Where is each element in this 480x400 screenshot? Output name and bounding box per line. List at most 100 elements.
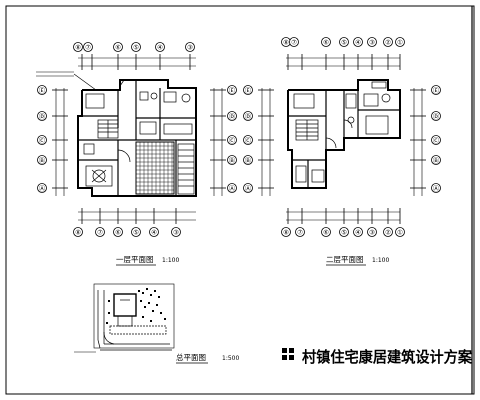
- floor2-plan-name: 二层平面图: [326, 255, 364, 264]
- axis-marker-label: ④: [157, 43, 163, 51]
- axis-marker-right: Ⓒ: [227, 135, 237, 145]
- axis-marker-label: ⑤: [133, 228, 139, 236]
- axis-marker-bottom: ⑦: [295, 227, 305, 237]
- floor2-plan-scale: 1:100: [372, 257, 389, 264]
- axis-marker-bottom: ④: [353, 227, 363, 237]
- axis-marker-top: ⑥: [321, 37, 331, 47]
- axis-marker-label: ③: [369, 38, 375, 46]
- axis-marker-label: Ⓒ: [229, 136, 236, 144]
- axis-marker-label: ①: [397, 38, 403, 46]
- axis-marker-label: ⑥: [323, 228, 329, 236]
- axis-marker-left: Ⓔ: [37, 85, 47, 95]
- axis-marker-label: ⑦: [291, 38, 297, 46]
- floor2-plan-label: 二层平面图 1:100: [326, 255, 389, 266]
- axis-marker-label: ③: [369, 228, 375, 236]
- axis-marker-label: ⑧: [283, 38, 289, 46]
- axis-marker-label: ⑤: [341, 228, 347, 236]
- axis-marker-right: Ⓓ: [227, 111, 237, 121]
- axis-marker-bottom: ⑥: [321, 227, 331, 237]
- axis-marker-label: Ⓔ: [245, 86, 252, 94]
- axis-marker-top: ③: [367, 37, 377, 47]
- axis-marker-left: Ⓒ: [243, 135, 253, 145]
- floor1-plan-name: 一层平面图: [116, 255, 154, 264]
- axis-marker-label: Ⓑ: [245, 156, 252, 164]
- axis-marker-top: ①: [395, 37, 405, 47]
- axis-marker-label: Ⓓ: [39, 112, 46, 120]
- axis-marker-label: Ⓐ: [39, 184, 46, 192]
- axis-marker-top: ⑥: [113, 42, 123, 52]
- axis-marker-label: ④: [355, 38, 361, 46]
- axis-marker-bottom: ⑥: [113, 227, 123, 237]
- axis-marker-label: ②: [385, 38, 391, 46]
- axis-marker-label: Ⓐ: [245, 184, 252, 192]
- axis-marker-bottom: ②: [383, 227, 393, 237]
- site-plan-scale: 1:500: [222, 355, 239, 362]
- axis-marker-label: ⑥: [115, 228, 121, 236]
- axis-marker-bottom: ④: [149, 227, 159, 237]
- axis-marker-bottom: ⑤: [339, 227, 349, 237]
- axis-marker-label: Ⓑ: [229, 156, 236, 164]
- axis-marker-bottom: ③: [367, 227, 377, 237]
- axis-marker-label: ⑧: [283, 228, 289, 236]
- axis-marker-label: Ⓔ: [433, 86, 440, 94]
- axis-marker-top: ⑧: [73, 42, 83, 52]
- axis-marker-top: ④: [353, 37, 363, 47]
- second-floor-plan: [258, 54, 426, 224]
- axis-marker-label: Ⓒ: [39, 136, 46, 144]
- axis-marker-left: Ⓑ: [37, 155, 47, 165]
- axis-marker-bottom: ⑧: [281, 227, 291, 237]
- floor1-plan-scale: 1:100: [162, 257, 179, 264]
- axis-marker-right: Ⓔ: [227, 85, 237, 95]
- axis-marker-label: ⑦: [97, 228, 103, 236]
- title-grid-icon: [282, 348, 294, 360]
- first-floor-plan: [36, 54, 226, 224]
- axis-marker-left: Ⓓ: [37, 111, 47, 121]
- floor1-plan-label: 一层平面图 1:100: [116, 255, 179, 266]
- axis-marker-left: Ⓔ: [243, 85, 253, 95]
- axis-marker-bottom: ⑧: [73, 227, 83, 237]
- axis-marker-label: ⑧: [75, 228, 81, 236]
- axis-marker-label: Ⓑ: [39, 156, 46, 164]
- axis-marker-label: ④: [151, 228, 157, 236]
- axis-marker-label: Ⓓ: [229, 112, 236, 120]
- axis-marker-bottom: ③: [171, 227, 181, 237]
- axis-marker-right: Ⓔ: [431, 85, 441, 95]
- axis-marker-top: ③: [185, 42, 195, 52]
- axis-marker-top: ⑦: [289, 37, 299, 47]
- axis-marker-label: ⑧: [75, 43, 81, 51]
- axis-marker-label: ①: [397, 228, 403, 236]
- axis-marker-right: Ⓒ: [431, 135, 441, 145]
- axis-marker-right: Ⓑ: [431, 155, 441, 165]
- axis-marker-left: Ⓐ: [243, 183, 253, 193]
- axis-marker-bottom: ①: [395, 227, 405, 237]
- axis-marker-label: ⑦: [297, 228, 303, 236]
- axis-marker-label: Ⓒ: [245, 136, 252, 144]
- sheet-border: [5, 5, 475, 395]
- axis-marker-top: ②: [383, 37, 393, 47]
- axis-marker-left: Ⓓ: [243, 111, 253, 121]
- axis-marker-left: Ⓐ: [37, 183, 47, 193]
- axis-marker-top: ⑤: [131, 42, 141, 52]
- axis-marker-left: Ⓒ: [37, 135, 47, 145]
- axis-marker-bottom: ⑦: [95, 227, 105, 237]
- axis-marker-right: Ⓑ: [227, 155, 237, 165]
- axis-marker-top: ④: [155, 42, 165, 52]
- title-block: 村镇住宅康居建筑设计方案: [282, 348, 473, 366]
- axis-marker-label: ②: [385, 228, 391, 236]
- axis-marker-label: ⑦: [85, 43, 91, 51]
- axis-marker-label: ③: [187, 43, 193, 51]
- axis-marker-top: ⑦: [83, 42, 93, 52]
- drawing-title: 村镇住宅康居建筑设计方案: [302, 348, 473, 366]
- axis-marker-right: Ⓐ: [431, 183, 441, 193]
- axis-marker-label: Ⓐ: [433, 184, 440, 192]
- axis-marker-label: Ⓔ: [39, 86, 46, 94]
- axis-marker-top: ⑤: [339, 37, 349, 47]
- site-plan: [74, 283, 175, 353]
- axis-marker-label: Ⓒ: [433, 136, 440, 144]
- axis-marker-label: ⑤: [341, 38, 347, 46]
- axis-marker-label: Ⓓ: [245, 112, 252, 120]
- axis-marker-label: Ⓐ: [229, 184, 236, 192]
